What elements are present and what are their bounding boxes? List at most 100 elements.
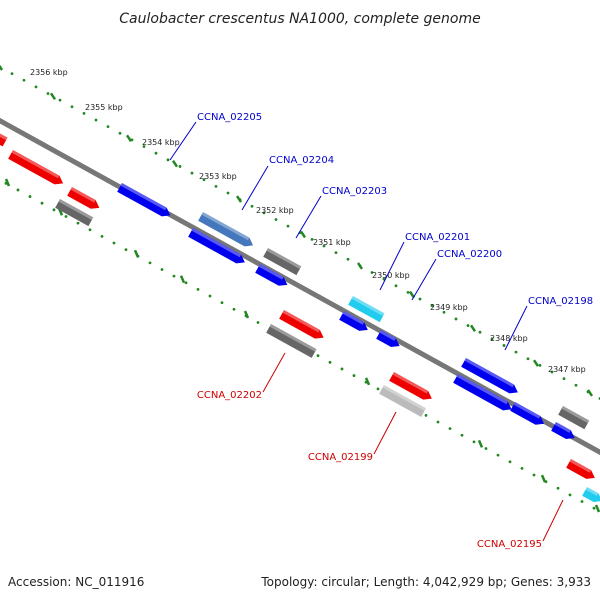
tick-dot xyxy=(226,191,230,195)
gene-feature[interactable] xyxy=(266,324,317,358)
gene-highlight xyxy=(382,385,427,411)
accession-label: Accession: NC_011916 xyxy=(8,575,144,589)
tick-dot xyxy=(142,145,146,148)
tick-major xyxy=(133,249,140,258)
tick-dot xyxy=(64,215,68,218)
gene-feature[interactable] xyxy=(263,248,302,276)
gene-label[interactable]: CCNA_02195 xyxy=(477,539,542,550)
gene-arrow xyxy=(55,199,94,227)
tick-label: 2352 kbp xyxy=(256,206,294,215)
gene-feature[interactable] xyxy=(117,183,173,220)
gene-arrow xyxy=(510,402,545,425)
tick-dot xyxy=(52,208,56,212)
tick-major xyxy=(4,178,11,187)
gene-feature[interactable] xyxy=(453,374,514,414)
tick-major xyxy=(477,439,484,448)
gene-label[interactable]: CCNA_02199 xyxy=(308,452,373,463)
gene-label[interactable]: CCNA_02200 xyxy=(437,249,502,260)
gene-leader-line xyxy=(373,411,397,455)
gene-arrow xyxy=(461,358,518,394)
gene-feature[interactable] xyxy=(551,422,577,442)
gene-feature[interactable] xyxy=(461,358,520,397)
tick-dot xyxy=(406,291,410,294)
gene-feature[interactable] xyxy=(55,199,94,227)
gene-feature[interactable] xyxy=(558,406,590,430)
tick-major xyxy=(364,377,371,386)
tick-dot xyxy=(436,420,440,424)
gene-highlight xyxy=(554,422,571,433)
genome-backbone xyxy=(0,117,600,456)
tick-dot xyxy=(76,221,80,225)
gene-feature[interactable] xyxy=(188,228,247,267)
gene-feature[interactable] xyxy=(198,212,255,250)
tick-dot xyxy=(88,228,92,232)
gene-feature[interactable] xyxy=(279,310,326,342)
gene-feature[interactable] xyxy=(255,264,290,289)
tick-dot xyxy=(148,261,152,265)
tick-dot xyxy=(532,473,536,477)
gene-highlight xyxy=(351,296,385,317)
gene-label[interactable]: CCNA_02204 xyxy=(269,155,334,166)
tick-dot xyxy=(376,387,380,391)
gene-feature[interactable] xyxy=(376,330,402,350)
tick-dot xyxy=(316,354,320,358)
gene-feature[interactable] xyxy=(67,187,102,212)
tick-dot xyxy=(124,248,128,252)
tick-dot xyxy=(262,211,266,215)
gene-feature[interactable] xyxy=(566,459,597,482)
tick-dot xyxy=(160,268,164,271)
tick-major xyxy=(469,324,477,333)
tick-dot xyxy=(166,158,170,162)
gene-feature[interactable] xyxy=(389,372,434,403)
tick-dot xyxy=(28,195,32,198)
tick-dot xyxy=(538,363,542,367)
tick-major xyxy=(408,290,416,299)
tick-dot xyxy=(40,201,44,205)
gene-feature[interactable] xyxy=(0,128,8,147)
gene-arrow xyxy=(266,324,317,358)
tick-dot xyxy=(340,367,344,371)
tick-dot xyxy=(256,321,260,324)
gene-highlight xyxy=(120,183,167,211)
gene-leader-line xyxy=(504,305,528,351)
tick-dot xyxy=(574,383,578,387)
gene-feature[interactable] xyxy=(379,385,427,417)
gene-feature[interactable] xyxy=(582,487,600,505)
gene-feature[interactable] xyxy=(348,296,385,323)
gene-leader-line xyxy=(169,121,197,161)
gene-label[interactable]: CCNA_02203 xyxy=(322,186,387,197)
tick-dot xyxy=(394,284,398,288)
tick-label: 2356 kbp xyxy=(30,68,68,77)
tick-dot xyxy=(118,131,122,135)
gene-label[interactable]: CCNA_02201 xyxy=(405,232,470,243)
tick-label: 2347 kbp xyxy=(548,365,586,374)
tick-label: 2348 kbp xyxy=(490,334,528,343)
gene-label[interactable]: CCNA_02198 xyxy=(528,296,593,307)
tick-dot xyxy=(430,304,434,308)
tick-dot xyxy=(520,467,524,470)
tick-label: 2351 kbp xyxy=(313,238,351,247)
gene-arrow xyxy=(453,374,512,411)
tick-dot xyxy=(184,281,188,285)
gene-label[interactable]: CCNA_02205 xyxy=(197,112,262,123)
gene-label[interactable]: CCNA_02202 xyxy=(197,390,262,401)
tick-label: 2355 kbp xyxy=(85,103,123,112)
gene-arrow xyxy=(263,248,302,276)
tick-dot xyxy=(508,460,512,464)
tick-dot xyxy=(220,301,224,305)
gene-feature[interactable] xyxy=(8,150,65,188)
gene-feature[interactable] xyxy=(510,402,546,428)
tick-label: 2353 kbp xyxy=(199,172,237,181)
tick-dot xyxy=(448,427,452,431)
tick-dot xyxy=(568,493,572,497)
tick-dot xyxy=(466,324,470,327)
tick-major xyxy=(171,159,179,168)
gene-arrow xyxy=(348,296,385,323)
tick-major xyxy=(586,389,594,397)
tick-major xyxy=(299,230,307,239)
gene-feature[interactable] xyxy=(339,311,370,334)
tick-major xyxy=(356,262,364,270)
tick-dot xyxy=(526,357,530,361)
tick-dot xyxy=(106,125,110,129)
